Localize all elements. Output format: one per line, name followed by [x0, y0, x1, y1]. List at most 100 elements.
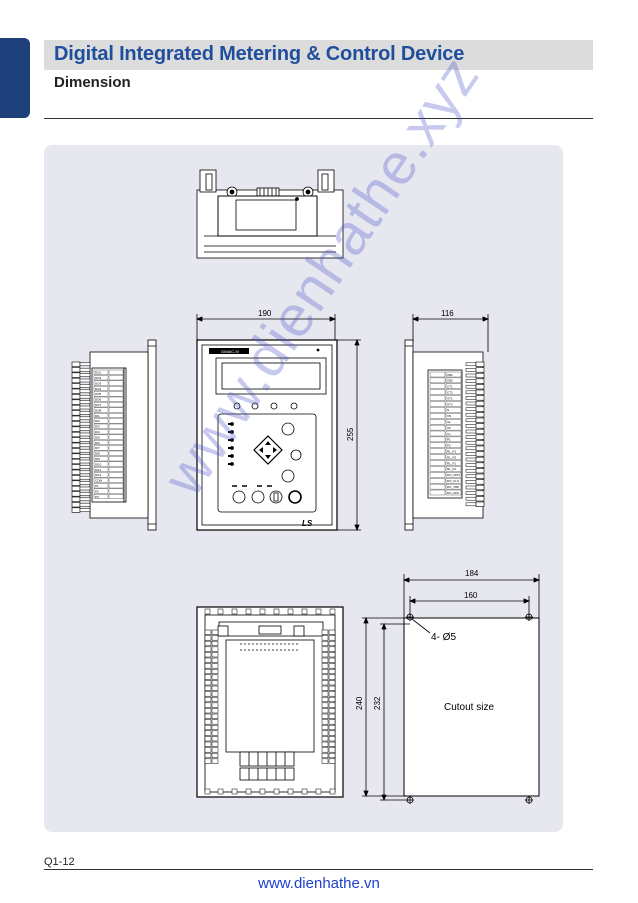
rear-left-terminal	[211, 663, 219, 669]
rear-left-terminal	[204, 663, 212, 669]
left-terminal-label: DO3	[95, 381, 102, 385]
rear-left-terminal	[204, 646, 212, 652]
left-label-box	[93, 386, 109, 391]
right-terminal-label: RL_F2	[447, 467, 456, 471]
right-label-box	[445, 377, 462, 384]
right-label-box	[429, 419, 446, 425]
right-label-box	[429, 389, 446, 395]
left-label-box	[108, 467, 124, 472]
rear-right-terminal	[328, 629, 336, 635]
rear-right-terminal	[321, 724, 329, 731]
brand-logo: LS	[302, 519, 313, 528]
left-terminal-label: DI6	[95, 441, 100, 445]
title-bar: Digital Integrated Metering & Control De…	[44, 40, 593, 70]
right-label-box	[445, 436, 462, 443]
left-terminal	[71, 421, 81, 427]
rear-left-terminal	[204, 668, 212, 675]
left-terminal-label: DI8	[95, 452, 100, 456]
front-width-dimension: 190	[195, 309, 337, 342]
right-label-box	[429, 460, 446, 466]
right-label-box	[445, 383, 462, 389]
left-terminal-label: DO8	[95, 408, 102, 412]
right-label-box	[445, 371, 462, 378]
footer-link[interactable]: www.dienhathe.vn	[258, 875, 380, 892]
rear-right-terminal	[321, 713, 329, 719]
left-terminal-screw	[79, 384, 91, 388]
right-terminal-label: P2	[447, 444, 451, 448]
right-terminal-label: RL_P2	[447, 455, 457, 459]
right-label-box	[445, 483, 462, 490]
rear-top-screw	[273, 608, 280, 615]
right-terminal-label: DO_TRP	[447, 485, 459, 489]
left-terminal-screw	[79, 394, 91, 399]
right-label-box	[445, 478, 462, 484]
rear-left-terminal	[211, 702, 219, 708]
left-terminal-label: P3	[95, 495, 99, 499]
left-terminal-screw	[79, 411, 91, 415]
right-label-box	[445, 424, 462, 431]
right-label-box	[445, 419, 462, 425]
right-terminal	[475, 406, 485, 412]
rear-left-terminal	[211, 747, 219, 753]
left-label-box	[108, 386, 124, 391]
left-terminal-label: DI7	[95, 446, 100, 450]
right-terminal	[475, 490, 485, 496]
left-terminal	[71, 372, 81, 378]
rear-left-terminal	[211, 730, 219, 736]
right-terminal-screw	[465, 485, 477, 490]
rear-left-terminal	[211, 635, 219, 641]
right-terminal	[475, 412, 485, 418]
left-terminal-label: DO5	[95, 392, 102, 396]
right-label-box	[429, 472, 446, 478]
rear-terminal-blocks	[204, 629, 336, 764]
left-terminal-label: DI1	[95, 414, 100, 418]
left-terminal	[71, 415, 81, 421]
left-terminal-label: P1	[95, 484, 99, 488]
rear-left-terminal	[211, 629, 219, 635]
right-terminal	[475, 372, 485, 379]
page-number: Q1-12	[44, 856, 75, 868]
rear-left-terminal	[204, 680, 212, 686]
right-label-box	[445, 448, 462, 454]
left-terminal-label: DI11	[95, 468, 101, 472]
left-terminal	[71, 431, 81, 438]
right-terminal	[475, 468, 485, 474]
left-terminal-screw	[79, 427, 91, 431]
rear-top-screw	[315, 608, 322, 615]
rear-left-terminal	[211, 685, 219, 691]
rear-top-screw	[231, 608, 238, 615]
left-terminal	[71, 475, 81, 481]
right-label-box	[429, 454, 446, 460]
right-terminal-label: N	[447, 408, 449, 412]
rear-left-terminal	[204, 629, 212, 635]
rear-right-terminal	[321, 758, 329, 764]
left-label-box	[108, 380, 124, 386]
rear-top-screw	[329, 608, 336, 615]
left-terminal	[71, 448, 81, 454]
left-terminal-screw	[79, 465, 91, 469]
right-label-box	[445, 489, 462, 496]
left-terminal	[71, 469, 81, 475]
right-label-box	[445, 395, 462, 401]
top-view	[196, 169, 344, 259]
right-terminal-screw	[465, 474, 477, 479]
right-terminal-screw	[465, 457, 477, 462]
rear-right-terminal	[328, 736, 336, 742]
right-label-box	[429, 442, 446, 448]
rear-right-terminal	[328, 702, 336, 708]
rear-right-terminal	[328, 640, 336, 647]
left-label-box	[108, 477, 124, 483]
right-terminal-label: RL_F1	[447, 461, 456, 465]
rear-right-terminal	[328, 668, 336, 675]
left-terminal-screw	[79, 448, 91, 453]
rear-right-terminal	[328, 691, 336, 697]
rear-bottom-screw	[217, 788, 224, 795]
left-label-box	[93, 407, 109, 413]
left-label-box	[93, 369, 109, 375]
right-terminal-label: Va	[447, 420, 451, 424]
right-terminal	[475, 484, 485, 491]
rear-right-terminal	[321, 629, 329, 635]
left-label-box	[108, 418, 124, 424]
rear-left-terminal	[204, 730, 212, 736]
